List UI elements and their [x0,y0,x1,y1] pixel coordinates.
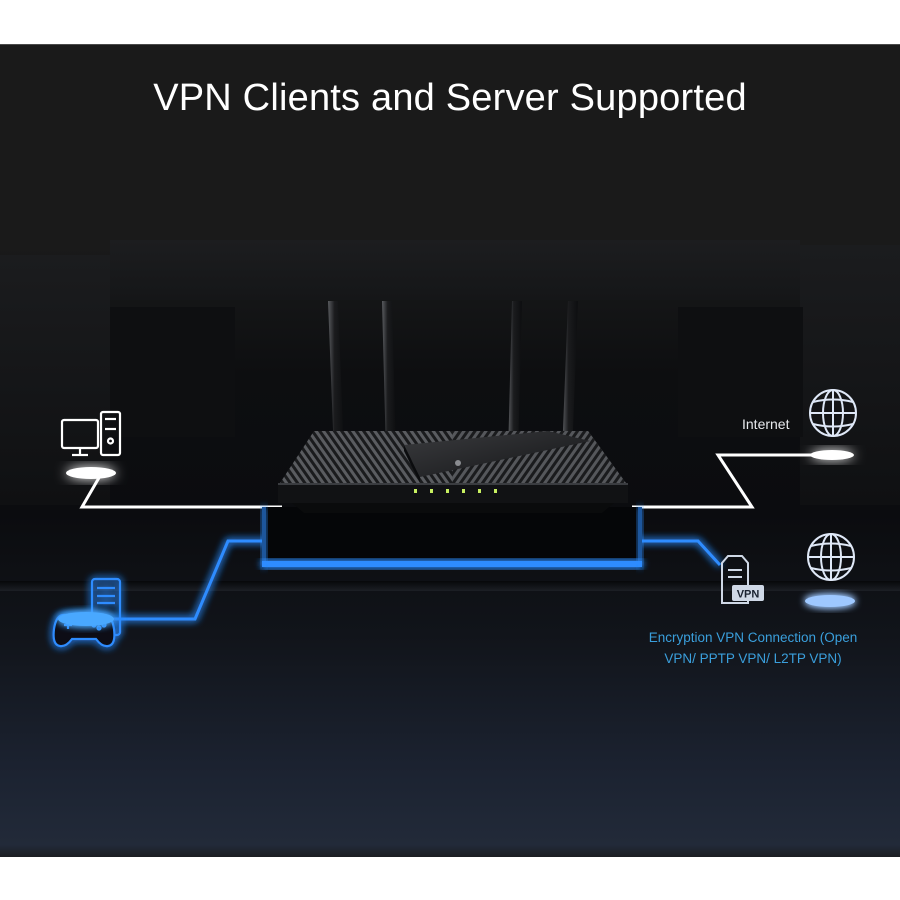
internet-pad [810,450,854,460]
vpn-caption: Encryption VPN Connection (Open VPN/ PPT… [628,627,878,669]
background-block-right [678,307,803,437]
background-block-left [110,307,235,437]
banner-title: VPN Clients and Server Supported [153,77,747,119]
floor-edge [0,581,900,591]
vpn-caption-line-2: VPN/ PPTP VPN/ L2TP VPN) [664,651,842,666]
tp-link-logo [455,460,461,466]
router [278,431,628,513]
wired-link-pc [79,475,282,509]
router-led [494,489,497,493]
vpn-globe-icon [807,533,855,581]
router-led [414,489,417,493]
background-shelf-right [800,245,900,505]
vpn-feature-banner: VPN Clients and Server Supported [0,44,900,857]
vpn-link-gaming [110,539,282,621]
gaming-pad [58,612,114,626]
router-led [478,489,481,493]
vpn-caption-line-1: Encryption VPN Connection (Open [648,630,858,645]
router-stand [262,507,642,569]
internet-globe-icon [809,389,857,437]
background-shelf-top [110,240,800,300]
pc-pad [66,467,116,479]
router-leds [414,489,497,493]
vpn-link-server [632,539,722,567]
network-scene: VPN [52,301,857,648]
vpn-server-icon [721,555,749,604]
router-led [430,489,433,493]
vpn-globe-pad [805,595,855,607]
internet-label: Internet [742,416,790,432]
background-shelf-left [0,255,110,505]
desktop-pc-icon [60,410,122,457]
router-led [446,489,449,493]
wired-link-internet [632,453,815,509]
router-antennas [328,301,578,455]
vpn-badge-text: VPN [737,589,760,601]
vpn-badge [732,585,764,601]
router-led [462,489,465,493]
